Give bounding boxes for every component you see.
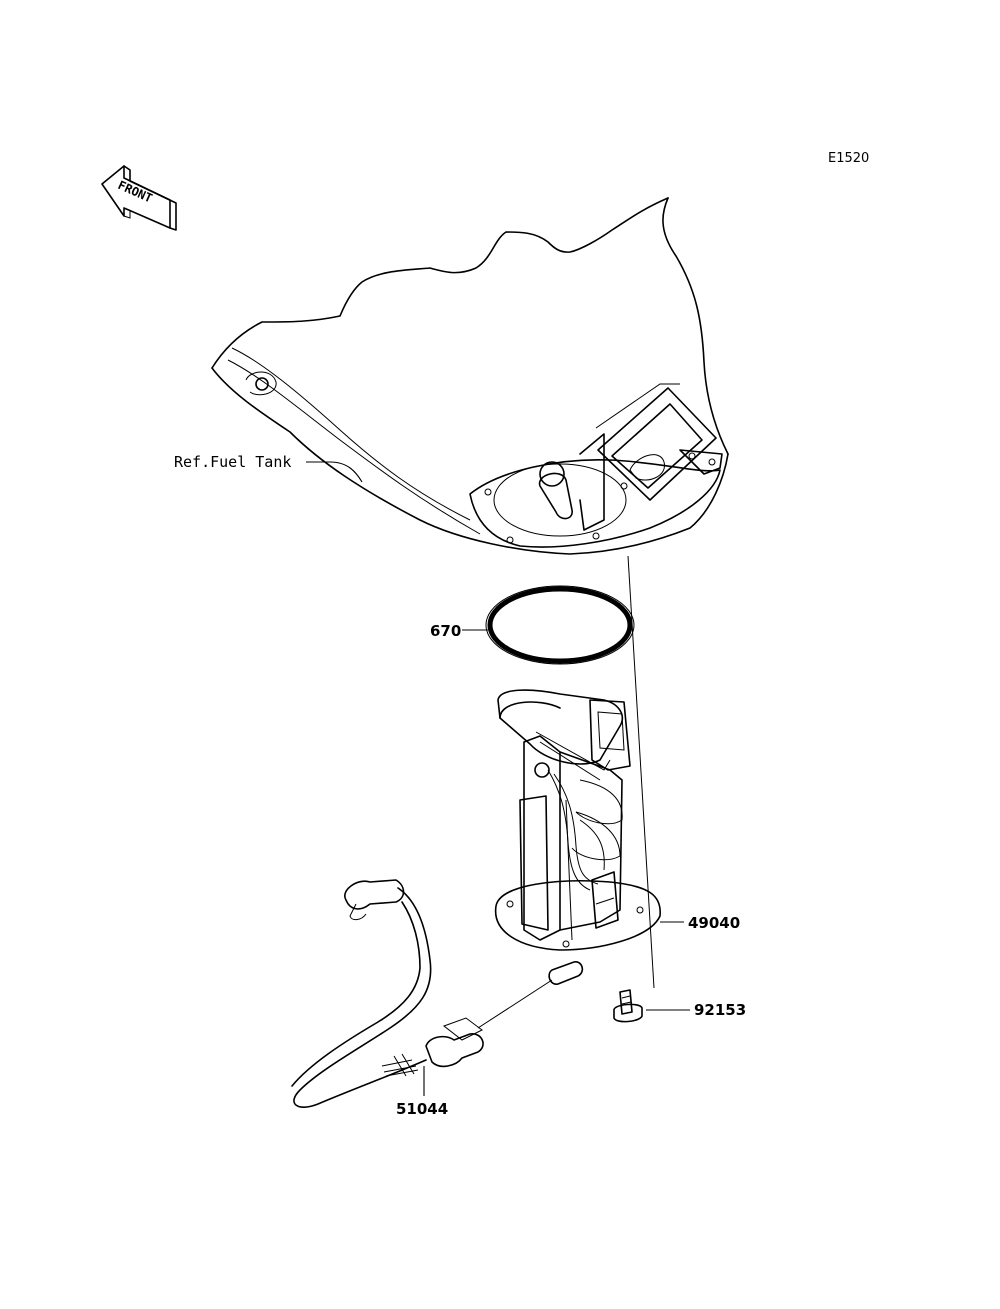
ref-fuel-tank-label: Ref.Fuel Tank: [174, 453, 291, 471]
part-number-670: 670: [430, 622, 461, 640]
fuel-hose: [291, 879, 484, 1108]
part-number-51044: 51044: [396, 1100, 448, 1118]
diagram-code: E1520: [828, 151, 869, 166]
part-number-49040: 49040: [688, 914, 740, 932]
bolt: [613, 989, 643, 1023]
part-number-92153: 92153: [694, 1001, 746, 1019]
gasket: [485, 585, 635, 665]
front-arrow-label: FRONT: [116, 178, 155, 205]
fuel-pump: [494, 689, 661, 951]
fuel-tank: [211, 197, 729, 555]
front-arrow-icon: FRONT: [101, 165, 177, 231]
